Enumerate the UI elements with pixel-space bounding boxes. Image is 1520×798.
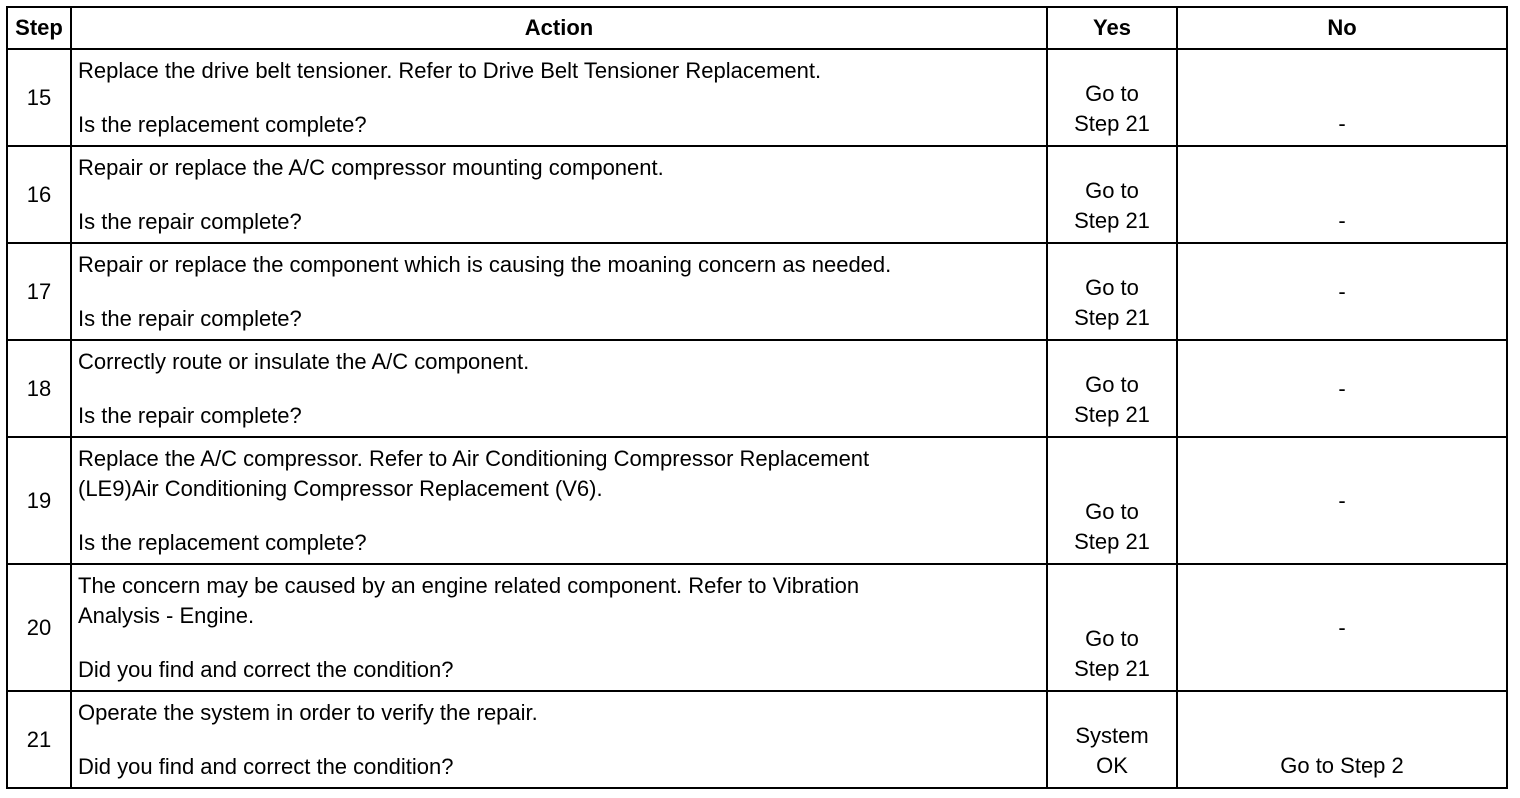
step-number: 19	[6, 436, 72, 565]
header-row: Step Action Yes No	[6, 6, 1508, 50]
table-row: 15 Replace the drive belt tensioner. Ref…	[6, 48, 1508, 147]
yes-text: Step 21	[1074, 402, 1150, 427]
yes-text: Go to	[1085, 499, 1139, 524]
action-cell: Replace the drive belt tensioner. Refer …	[70, 48, 1048, 147]
action-cell: Replace the A/C compressor. Refer to Air…	[70, 436, 1048, 565]
header-step: Step	[6, 6, 72, 50]
no-cell: -	[1176, 48, 1508, 147]
no-cell: -	[1176, 436, 1508, 565]
header-no: No	[1176, 6, 1508, 50]
action-question: Is the replacement complete?	[78, 112, 367, 137]
step-number: 15	[6, 48, 72, 147]
action-text: Analysis - Engine.	[78, 603, 255, 628]
no-cell: Go to Step 2	[1176, 690, 1508, 789]
yes-text: Step 21	[1074, 305, 1150, 330]
diagnostic-table: Step Action Yes No 15 Replace the drive …	[6, 6, 1508, 789]
yes-cell: Go to Step 21	[1046, 563, 1178, 692]
yes-text: System	[1075, 723, 1149, 748]
action-question: Did you find and correct the condition?	[78, 754, 454, 779]
yes-text: Step 21	[1074, 529, 1150, 554]
yes-text: Step 21	[1074, 111, 1150, 136]
no-cell: -	[1176, 145, 1508, 244]
yes-text: Go to	[1085, 275, 1139, 300]
yes-text: Step 21	[1074, 208, 1150, 233]
header-yes: Yes	[1046, 6, 1178, 50]
table-row: 18 Correctly route or insulate the A/C c…	[6, 339, 1508, 438]
step-number: 21	[6, 690, 72, 789]
yes-text: Go to	[1085, 626, 1139, 651]
action-text: Repair or replace the A/C compressor mou…	[78, 155, 664, 180]
no-cell: -	[1176, 242, 1508, 341]
header-action: Action	[70, 6, 1048, 50]
action-cell: Repair or replace the A/C compressor mou…	[70, 145, 1048, 244]
yes-cell: Go to Step 21	[1046, 48, 1178, 147]
action-text: Correctly route or insulate the A/C comp…	[78, 349, 530, 374]
action-text: Replace the drive belt tensioner. Refer …	[78, 58, 822, 83]
table-row: 19 Replace the A/C compressor. Refer to …	[6, 436, 1508, 565]
action-text: (LE9)Air Conditioning Compressor Replace…	[78, 476, 603, 501]
yes-cell: Go to Step 21	[1046, 145, 1178, 244]
action-question: Is the repair complete?	[78, 403, 302, 428]
action-question: Is the replacement complete?	[78, 530, 367, 555]
action-question: Did you find and correct the condition?	[78, 657, 454, 682]
action-text: Operate the system in order to verify th…	[78, 700, 538, 725]
yes-text: Go to	[1085, 178, 1139, 203]
yes-text: Go to	[1085, 372, 1139, 397]
yes-text: OK	[1096, 753, 1128, 778]
step-number: 16	[6, 145, 72, 244]
step-number: 17	[6, 242, 72, 341]
step-number: 18	[6, 339, 72, 438]
yes-text: Go to	[1085, 81, 1139, 106]
action-cell: Repair or replace the component which is…	[70, 242, 1048, 341]
yes-text: Step 21	[1074, 656, 1150, 681]
action-cell: Operate the system in order to verify th…	[70, 690, 1048, 789]
yes-cell: Go to Step 21	[1046, 339, 1178, 438]
action-question: Is the repair complete?	[78, 306, 302, 331]
action-text: The concern may be caused by an engine r…	[78, 573, 860, 598]
action-cell: Correctly route or insulate the A/C comp…	[70, 339, 1048, 438]
table-row: 21 Operate the system in order to verify…	[6, 690, 1508, 789]
table-row: 16 Repair or replace the A/C compressor …	[6, 145, 1508, 244]
yes-cell: Go to Step 21	[1046, 436, 1178, 565]
no-cell: -	[1176, 339, 1508, 438]
action-cell: The concern may be caused by an engine r…	[70, 563, 1048, 692]
table-row: 20 The concern may be caused by an engin…	[6, 563, 1508, 692]
step-number: 20	[6, 563, 72, 692]
action-question: Is the repair complete?	[78, 209, 302, 234]
no-cell: -	[1176, 563, 1508, 692]
yes-cell: Go to Step 21	[1046, 242, 1178, 341]
table-row: 17 Repair or replace the component which…	[6, 242, 1508, 341]
yes-cell: System OK	[1046, 690, 1178, 789]
action-text: Repair or replace the component which is…	[78, 252, 892, 277]
action-text: Replace the A/C compressor. Refer to Air…	[78, 446, 870, 471]
